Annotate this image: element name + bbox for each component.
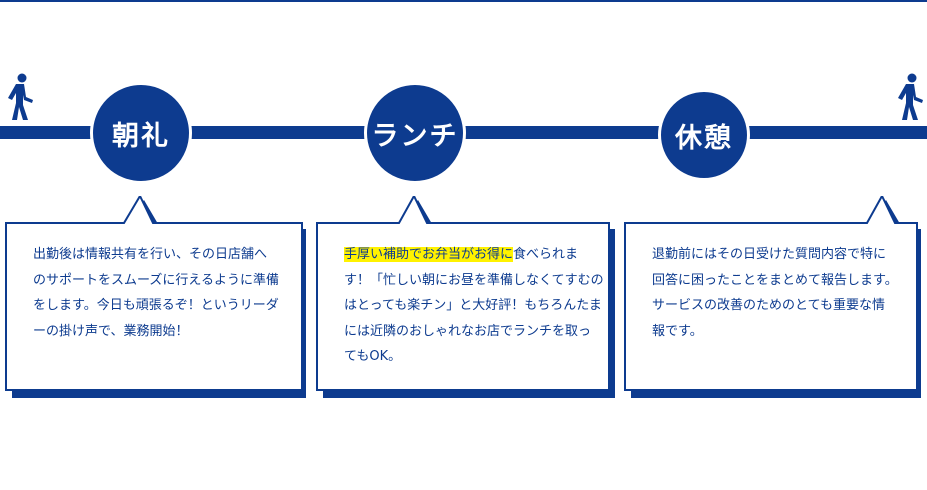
card-line: はとっても楽チン」と大好評！もちろんたま: [344, 298, 602, 313]
top-border: [0, 0, 927, 2]
card-line: 手厚い補助でお弁当がお得に食べられま: [344, 242, 606, 268]
card-line-rest: 食べられま: [513, 247, 579, 262]
timeline-node-break: 休憩: [658, 89, 750, 181]
card-line: 退勤前にはその日受けた質問内容で特に: [652, 247, 887, 262]
card-line: をします。今日も頑張るぞ！というリーダ: [33, 298, 279, 313]
card-line: には近隣のおしゃれなお店でランチを取っ: [344, 323, 592, 339]
card-line: 報です。: [652, 323, 703, 339]
node-label: 休憩: [675, 122, 733, 154]
walking-person-icon: [896, 73, 924, 121]
card-line: す！「忙しい朝にお昼を準備しなくてすむの: [344, 272, 604, 288]
speech-card-break: 退勤前にはその日受けた質問内容で特に 回答に困ったことをまとめて報告します。 サ…: [623, 196, 925, 402]
node-label: 朝礼: [112, 120, 170, 152]
card-line: のサポートをスムーズに行えるように準備: [33, 272, 279, 288]
walking-person-icon: [6, 73, 34, 121]
timeline-node-morning-meeting: 朝礼: [90, 82, 192, 184]
speech-card-lunch: 手厚い補助でお弁当がお得に食べられま す！「忙しい朝にお昼を準備しなくてすむの …: [315, 196, 617, 402]
card-body: 手厚い補助でお弁当がお得に食べられま す！「忙しい朝にお昼を準備しなくてすむの …: [344, 242, 606, 370]
highlighted-text: 手厚い補助でお弁当がお得に: [344, 247, 514, 262]
timeline-node-lunch: ランチ: [364, 82, 466, 184]
speech-card-morning: 出勤後は情報共有を行い、その日店舗へ のサポートをスムーズに行えるように準備 を…: [4, 196, 306, 402]
card-body: 出勤後は情報共有を行い、その日店舗へ のサポートをスムーズに行えるように準備 を…: [33, 242, 295, 344]
card-line: 回答に困ったことをまとめて報告します。: [652, 272, 898, 288]
card-line: ーの掛け声で、業務開始！: [33, 323, 189, 339]
card-line: てもOK。: [344, 349, 402, 364]
card-line: サービスの改善のためのとても重要な情: [652, 298, 885, 313]
node-label: ランチ: [371, 120, 459, 152]
card-line: 出勤後は情報共有を行い、その日店舗へ: [33, 247, 268, 262]
card-body: 退勤前にはその日受けた質問内容で特に 回答に困ったことをまとめて報告します。 サ…: [652, 242, 914, 344]
